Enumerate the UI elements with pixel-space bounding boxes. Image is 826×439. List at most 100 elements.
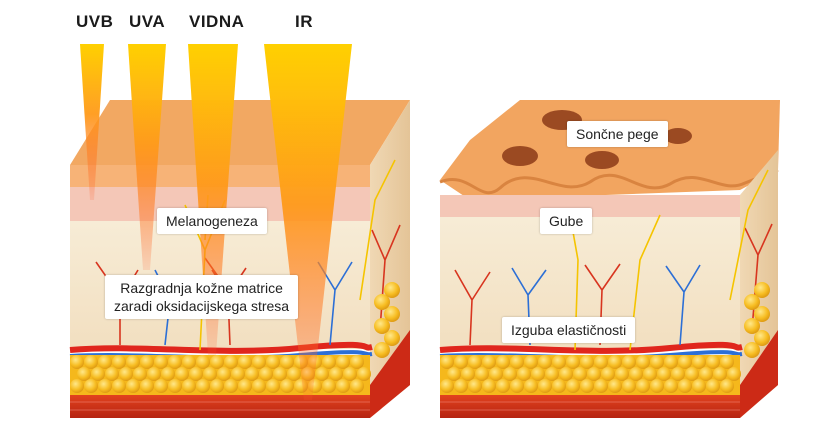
fat-cell xyxy=(203,367,217,381)
fat-cell xyxy=(168,355,182,369)
fat-cell xyxy=(182,379,196,393)
fat-cell xyxy=(98,355,112,369)
fat-cell xyxy=(350,379,364,393)
left-skin-block xyxy=(69,100,410,418)
fat-cell xyxy=(671,367,685,381)
fat-cell xyxy=(112,379,126,393)
fat-cell xyxy=(650,355,664,369)
fat-cell xyxy=(692,379,706,393)
fat-cell xyxy=(468,379,482,393)
fat-cell xyxy=(510,379,524,393)
fat-cell xyxy=(238,379,252,393)
visible-ray xyxy=(188,44,238,355)
fat-cell xyxy=(175,367,189,381)
fat-cell xyxy=(454,355,468,369)
fat-cell xyxy=(754,330,770,346)
fat-cell xyxy=(657,367,671,381)
fat-cell xyxy=(168,379,182,393)
fat-cell xyxy=(280,379,294,393)
fat-cell xyxy=(573,367,587,381)
fat-cell xyxy=(524,355,538,369)
fat-cell xyxy=(580,355,594,369)
sun-spot xyxy=(664,128,692,144)
fat-cell xyxy=(545,367,559,381)
fat-cell xyxy=(77,367,91,381)
fat-cell xyxy=(503,367,517,381)
right-muscle-layer xyxy=(440,395,740,418)
right-artery xyxy=(439,341,743,354)
fat-cell xyxy=(252,379,266,393)
fat-cell xyxy=(287,367,301,381)
fat-cell xyxy=(252,355,266,369)
fat-cell xyxy=(329,367,343,381)
fat-cell xyxy=(580,379,594,393)
fat-cell xyxy=(238,355,252,369)
fat-cell xyxy=(336,355,350,369)
fat-cell xyxy=(70,379,84,393)
fat-cell xyxy=(727,367,741,381)
fat-cell xyxy=(126,355,140,369)
fat-cell xyxy=(608,379,622,393)
uva-ray xyxy=(128,44,166,270)
fat-cell xyxy=(615,367,629,381)
callout-matrix-degradation: Razgradnja kožne matrice zaradi oksidaci… xyxy=(105,275,299,319)
fat-cell xyxy=(754,282,770,298)
ray-label-ir: IR xyxy=(295,12,313,31)
sun-spot xyxy=(585,151,619,169)
right-skin-block xyxy=(439,100,780,418)
fat-cell xyxy=(84,355,98,369)
fat-cell xyxy=(105,367,119,381)
fat-cell xyxy=(210,379,224,393)
fat-cell xyxy=(594,379,608,393)
ray-label-uvb: UVB xyxy=(76,12,114,31)
light-rays xyxy=(80,44,352,400)
fat-cell xyxy=(161,367,175,381)
fat-cell xyxy=(720,379,734,393)
callout-elasticity-text: Izguba elastičnosti xyxy=(511,322,627,338)
fat-cell xyxy=(713,367,727,381)
fat-cell xyxy=(552,379,566,393)
fat-cell xyxy=(70,355,84,369)
fat-cell xyxy=(594,355,608,369)
fat-cell xyxy=(266,379,280,393)
fat-cell xyxy=(475,367,489,381)
fat-cell xyxy=(636,379,650,393)
fat-cell xyxy=(112,355,126,369)
right-muscle-fibers xyxy=(440,401,740,411)
fat-cell xyxy=(744,294,760,310)
fat-cell xyxy=(357,367,371,381)
fat-cell xyxy=(315,367,329,381)
fat-cell xyxy=(692,355,706,369)
fat-cell xyxy=(447,367,461,381)
fat-cell xyxy=(552,355,566,369)
fat-cell xyxy=(440,355,454,369)
right-epidermis-top xyxy=(440,100,780,200)
fat-cell xyxy=(489,367,503,381)
fat-cell xyxy=(482,355,496,369)
fat-cell xyxy=(273,367,287,381)
right-wrinkles xyxy=(439,168,779,195)
ray-label-uva: UVA xyxy=(129,12,166,31)
fat-cell xyxy=(119,367,133,381)
fat-cell xyxy=(538,355,552,369)
fat-cell xyxy=(231,367,245,381)
fat-cell xyxy=(650,379,664,393)
fat-cell xyxy=(322,355,336,369)
callout-matrix-line2: zaradi oksidacijskega stresa xyxy=(114,298,290,314)
fat-cell xyxy=(196,379,210,393)
left-side-face xyxy=(370,100,410,418)
fat-cell xyxy=(374,294,390,310)
fat-cell xyxy=(566,379,580,393)
fat-cell xyxy=(280,355,294,369)
left-fat-cells xyxy=(70,282,400,393)
fat-cell xyxy=(217,367,231,381)
fat-cell xyxy=(384,330,400,346)
fat-cell xyxy=(468,355,482,369)
fat-cell xyxy=(224,355,238,369)
fat-cell xyxy=(566,355,580,369)
fat-cell xyxy=(266,355,280,369)
fat-cell xyxy=(374,318,390,334)
sun-spot xyxy=(502,146,538,166)
left-muscle-layer xyxy=(70,395,370,418)
